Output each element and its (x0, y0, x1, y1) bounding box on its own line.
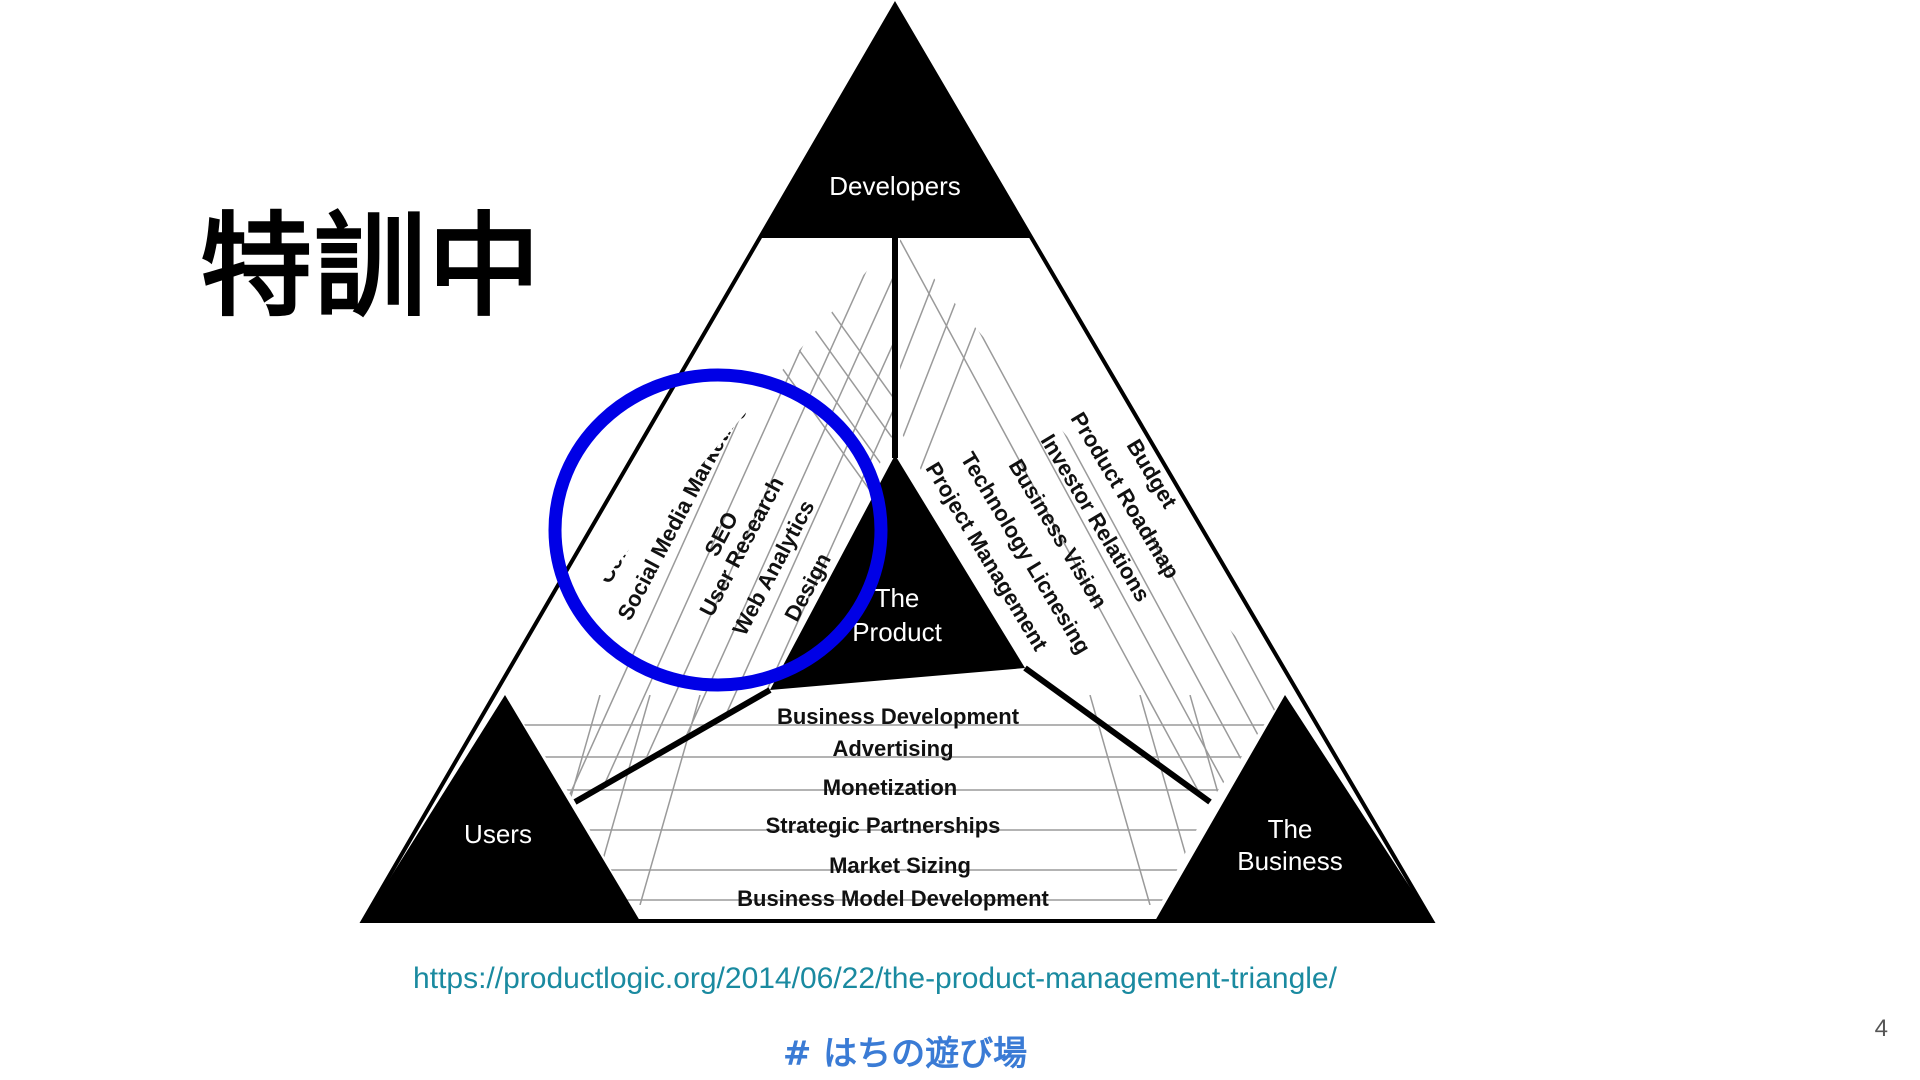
band-label-monetization: Monetization (823, 775, 957, 800)
band-label-advertising: Advertising (832, 736, 953, 761)
band-label-business-model-development: Business Model Development (737, 886, 1049, 911)
page-number: 4 (1874, 1015, 1888, 1042)
hashtag-label: # はちの遊び場 (782, 1034, 1028, 1074)
business-label-line1: The (1268, 814, 1313, 844)
source-link[interactable]: https://productlogic.org/2014/06/22/the-… (413, 962, 1337, 995)
product-label-line1: The (875, 583, 920, 613)
band-label-market-sizing: Market Sizing (829, 853, 971, 878)
users-business-band-labels: Business Development Advertising Monetiz… (737, 704, 1049, 911)
slide-title: 特訓中 (200, 202, 542, 332)
highlight-circle (548, 368, 888, 692)
developers-corner (760, 5, 1030, 238)
band-label-strategic-partnerships: Strategic Partnerships (766, 813, 1001, 838)
users-label: Users (464, 819, 532, 849)
divider-right-center (1023, 665, 1212, 805)
developers-label: Developers (829, 171, 961, 201)
product-label-line2: Product (852, 617, 942, 647)
divider-left-center (573, 687, 772, 805)
business-corner (1155, 695, 1432, 921)
band-label-business-development: Business Development (777, 704, 1020, 729)
users-corner (363, 695, 640, 921)
business-label-line2: Business (1237, 846, 1343, 876)
